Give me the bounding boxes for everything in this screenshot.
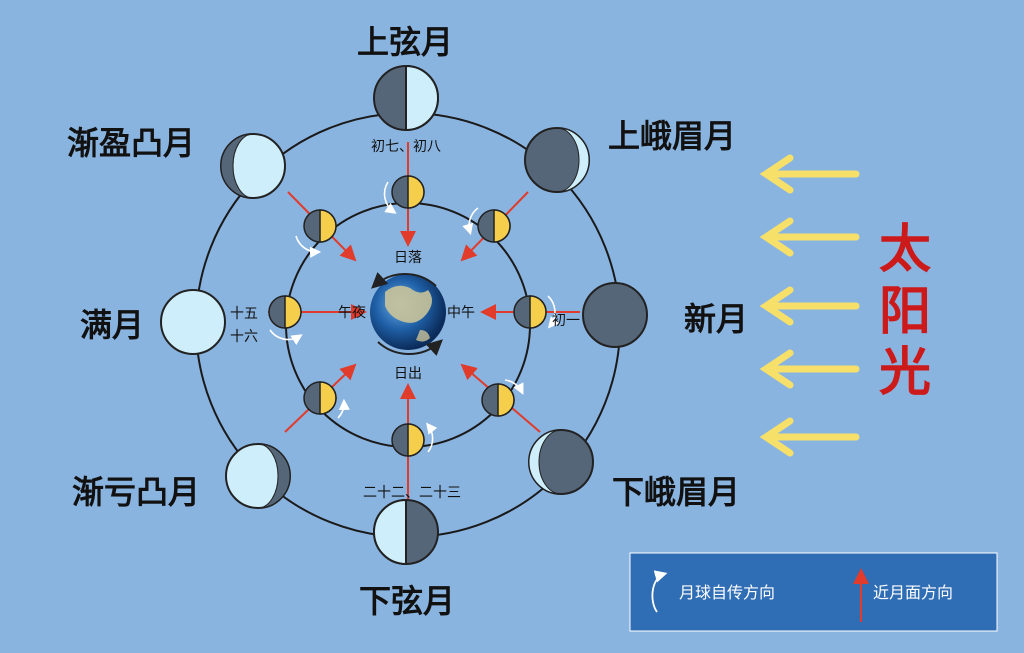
day-new-moon: 初一 xyxy=(552,312,580,329)
phase-waning-gibbous: 渐亏凸月 xyxy=(72,473,200,511)
phase-waxing-gibbous: 渐盈凸月 xyxy=(67,124,195,162)
inner-moon xyxy=(303,381,337,415)
outer-moon-first-quarter xyxy=(373,64,439,132)
inner-moon xyxy=(391,423,425,457)
label-midnight: 午夜 xyxy=(338,305,366,321)
earth-rotation-arc-bottom xyxy=(377,339,443,356)
inner-moon xyxy=(477,209,511,243)
phase-new-moon: 新月 xyxy=(684,300,748,338)
legend: 月球自传方向 近月面方向 xyxy=(629,552,998,632)
label-sunrise: 日出 xyxy=(394,366,422,382)
phase-waxing-crescent: 上峨眉月 xyxy=(608,117,736,155)
inner-moon xyxy=(303,209,337,243)
earth-rotation-arc-top xyxy=(371,272,437,289)
label-noon: 中午 xyxy=(447,305,475,321)
phase-last-quarter: 下弦月 xyxy=(359,582,455,620)
inner-moon xyxy=(268,295,302,329)
moon-rotation-arrows xyxy=(269,181,560,453)
day-last-quarter: 二十二、二十三 xyxy=(363,485,461,501)
phase-full-moon: 满月 xyxy=(80,306,144,344)
inner-moon xyxy=(391,175,425,209)
day-full-moon-b: 十六 xyxy=(230,329,258,345)
sunlight-arrows xyxy=(759,154,860,457)
outer-moon-full xyxy=(160,289,226,355)
outer-moon-waxing-crescent xyxy=(524,127,590,193)
earth xyxy=(370,274,446,350)
day-full-moon-a: 十五 xyxy=(230,306,258,322)
outer-moon-waxing-gibbous xyxy=(220,133,286,199)
outer-moon-waning-gibbous xyxy=(225,443,291,509)
legend-rotation: 月球自传方向 xyxy=(679,583,775,602)
sunlight-char-2: 阳 xyxy=(879,282,931,342)
sunlight-char-3: 光 xyxy=(879,343,931,403)
inner-moon xyxy=(481,383,515,417)
label-sunset: 日落 xyxy=(394,250,422,266)
outer-moon-waning-crescent xyxy=(528,429,594,495)
outer-moon-new xyxy=(582,282,648,348)
legend-near-side: 近月面方向 xyxy=(873,583,953,602)
phase-first-quarter: 上弦月 xyxy=(357,23,453,61)
inner-moon xyxy=(513,295,547,329)
inner-moons xyxy=(268,175,547,457)
outer-moon-last-quarter xyxy=(373,498,439,566)
phase-waning-crescent: 下峨眉月 xyxy=(612,473,740,511)
rotation-arrow-icon xyxy=(651,570,668,613)
sunlight-char-1: 太 xyxy=(879,220,931,280)
day-first-quarter: 初七、初八 xyxy=(371,138,441,155)
